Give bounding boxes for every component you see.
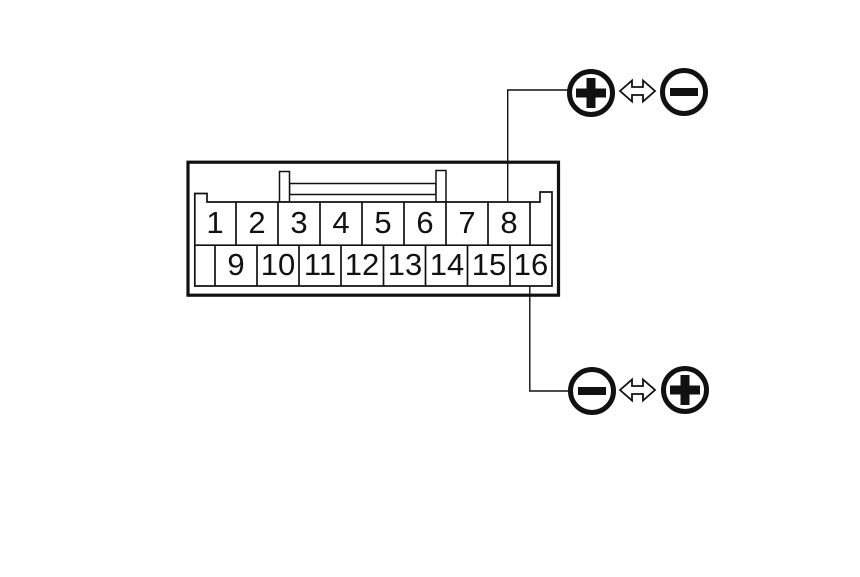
latch-bar: [288, 182, 437, 196]
terminal-negative-top: [660, 68, 708, 116]
pin-16-label: 16: [513, 247, 549, 282]
pin-9-label: 9: [227, 247, 245, 282]
left-right-arrow-icon: [618, 78, 657, 104]
pin-8-label: 8: [500, 205, 518, 240]
pin-3-label: 3: [290, 205, 308, 240]
pin-12-label: 12: [344, 247, 380, 282]
pin-14-label: 14: [429, 247, 465, 282]
terminal-positive-top: [567, 69, 615, 117]
row2-cell-lines: [214, 245, 511, 286]
left-right-arrow-icon: [618, 377, 657, 403]
wire-pin16-to-bottom-terminals: [529, 286, 570, 392]
pin-5-label: 5: [374, 205, 392, 240]
latch-tab-right: [435, 169, 447, 203]
pin-7-label: 7: [458, 205, 476, 240]
pin-6-label: 6: [416, 205, 434, 240]
terminal-negative-bottom: [568, 367, 616, 415]
pin-13-label: 13: [387, 247, 423, 282]
pin-11-label: 11: [303, 247, 337, 282]
minus-icon: [573, 372, 611, 410]
minus-icon: [665, 73, 703, 111]
plus-icon: [572, 74, 610, 112]
pin-tray-outline: [193, 191, 553, 287]
plus-icon: [666, 371, 704, 409]
latch-tab-left: [278, 170, 291, 203]
pin-15-label: 15: [471, 247, 507, 282]
row1-cell-lines: [235, 202, 531, 245]
connector-housing-outline: [186, 160, 561, 297]
pin-4-label: 4: [332, 205, 350, 240]
pin-1-label: 1: [206, 205, 224, 240]
wire-pin8-to-top-terminals: [507, 89, 569, 203]
pin-10-label: 10: [260, 247, 296, 282]
pin-2-label: 2: [248, 205, 266, 240]
terminal-positive-bottom: [661, 366, 709, 414]
